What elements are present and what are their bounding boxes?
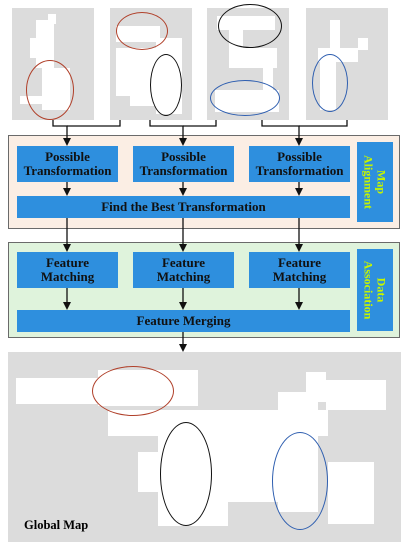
input-map-2-black-ellipse [150, 54, 182, 116]
input-map-3-blue-ellipse [210, 80, 280, 116]
global-map-red-ellipse [92, 366, 174, 416]
input-map-1-red-ellipse [26, 60, 74, 120]
arrow-map2-box1 [67, 120, 121, 127]
input-map-3-black-ellipse [218, 4, 282, 48]
find-best-transformation-box: Find the Best Transformation [17, 196, 350, 218]
input-map-2-red-ellipse [116, 12, 168, 50]
global-map-label: Global Map [24, 518, 89, 532]
input-map-4-blue-ellipse [312, 54, 348, 112]
feature-merging-box: Feature Merging [17, 310, 350, 332]
arrow-map1-box1 [52, 120, 71, 146]
arrow-map2-box2 [149, 120, 187, 146]
arrow-map4-box3 [299, 120, 348, 127]
global-map-black-ellipse [160, 422, 212, 526]
arrow-map3-box2 [183, 120, 217, 127]
arrow-map3-box3 [261, 120, 303, 146]
global-map-blue-ellipse [272, 432, 328, 530]
